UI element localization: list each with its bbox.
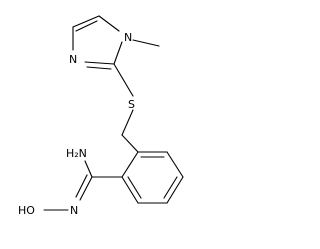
bond-n3-c2	[84, 61, 115, 65]
bond-b5-b6	[121, 176, 139, 204]
molecule-canvas: N N S H₂N N HO	[18, 15, 184, 217]
bond-amidine-c-n-double	[75, 174, 88, 198]
bond-b5-b6-double	[127, 176, 142, 199]
bond-b3-b4	[166, 176, 184, 204]
bond-b3-b4-double	[163, 176, 178, 199]
imidazole-ring	[72, 15, 123, 70]
bond-n3-c2-double	[86, 66, 112, 70]
bond-c2-n1	[113, 41, 123, 65]
bond-n1-c5	[98, 15, 120, 32]
bond-c5-c4-double	[75, 20, 98, 32]
atom-label-sulfur: S	[128, 98, 135, 111]
bond-b6-b1	[121, 151, 139, 178]
bond-sulfur-ch2	[121, 109, 134, 136]
bond-b2-b3	[166, 151, 184, 178]
benzene-ring	[121, 151, 184, 204]
bond-c2-sulfur	[113, 63, 134, 97]
atom-label-n1: N	[124, 31, 132, 44]
atom-label-hydroxyl: HO	[18, 204, 35, 217]
bond-ch2-benzene	[121, 134, 139, 153]
atom-label-n3: N	[69, 53, 77, 66]
bond-amidine-c-n	[79, 176, 93, 201]
atom-label-imine-n: N	[70, 204, 78, 217]
bond-c5-c4	[72, 15, 100, 28]
bond-n1-methyl	[132, 39, 160, 47]
structure-drawing: N N S H₂N N HO	[18, 15, 184, 217]
bond-amidine-c-nh2	[84, 160, 93, 178]
atom-label-amine: H₂N	[66, 147, 87, 160]
